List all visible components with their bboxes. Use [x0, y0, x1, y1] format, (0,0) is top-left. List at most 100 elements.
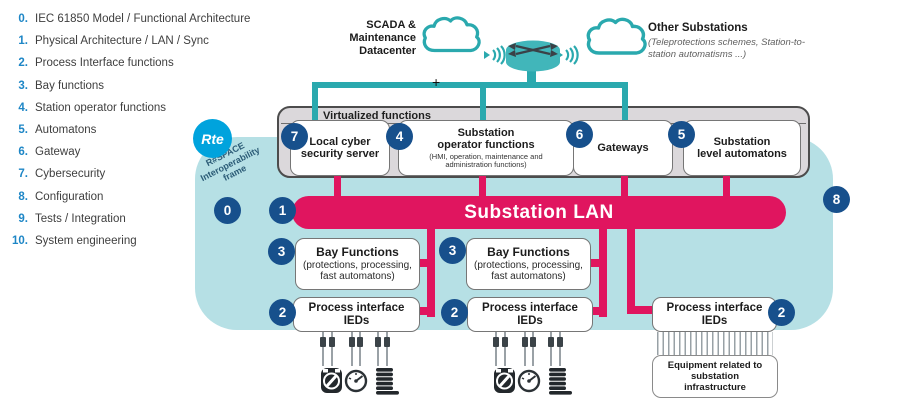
bay-stub-line: [417, 259, 428, 267]
substation-level-automatons-box: Substation level automatons: [683, 120, 801, 176]
legend-label: Gateway: [35, 146, 81, 159]
legend-label: Station operator functions: [35, 101, 167, 114]
gauge-icon: [494, 368, 515, 393]
badge-8: 8: [823, 186, 850, 213]
legend-item: 7. Cybersecurity: [6, 163, 250, 185]
box-subtitle: (HMI, operation, maintenance and adminis…: [429, 151, 543, 169]
wan-trunk-line: [312, 82, 628, 88]
lan-riser-line: [723, 174, 730, 197]
legend-label: IEC 61850 Model / Functional Architectur…: [35, 13, 251, 25]
legend-label: Bay functions: [35, 79, 105, 92]
legend-number: 4.: [18, 101, 28, 114]
legend-item: 2. Process Interface functions: [6, 52, 250, 74]
legend-number: 9.: [18, 212, 28, 225]
trunk-drop-line: [312, 82, 318, 125]
legend-label: Process Interface functions: [35, 57, 174, 70]
box-title: Local cyber security server: [300, 135, 380, 161]
box-subtitle: (protections, processing, fast automaton…: [303, 259, 412, 283]
lan-riser-line: [479, 174, 486, 197]
other-substations-subtitle: (Teleprotections schemes, Station-to- st…: [648, 37, 806, 60]
badge-2: 2: [768, 299, 795, 326]
trunk-drop-line: [480, 82, 486, 125]
process-elbow-line: [627, 306, 658, 314]
box-title: Bay Functions: [316, 244, 399, 259]
box-title: Substation operator functions: [437, 126, 535, 152]
legend-label: System engineering: [35, 235, 137, 248]
box-title: Substation level automatons: [697, 135, 787, 161]
box-title: Bay Functions: [487, 244, 570, 259]
trunk-drop-line: [622, 82, 628, 125]
equipment-infrastructure-box: Equipment related to substation infrastr…: [652, 355, 778, 398]
lan-riser-line: [334, 174, 341, 197]
cloud-icon: [420, 13, 482, 63]
box-title: Process interface IEDs: [666, 301, 763, 327]
badge-3: 3: [439, 237, 466, 264]
process-stub-line: [589, 307, 600, 315]
legend-number: 1.: [18, 35, 28, 48]
dial-gauge-icon: [344, 369, 368, 393]
badge-2: 2: [441, 299, 468, 326]
coil-icon: [376, 368, 399, 395]
legend-number: 0.: [18, 13, 28, 25]
gauge-icon: [321, 368, 342, 393]
legend-number: 2.: [18, 57, 28, 70]
legend-number: 5.: [18, 124, 28, 137]
box-title: Process interface IEDs: [308, 301, 405, 327]
lan-drop-line: [627, 228, 635, 314]
coil-icon: [549, 368, 572, 395]
legend-item: 5.Automatons: [6, 119, 250, 141]
legend-label: Configuration: [35, 190, 104, 203]
wireless-link-icon: [483, 44, 507, 71]
badge-0: 0: [214, 197, 241, 224]
lan-drop-line: [599, 228, 607, 317]
substation-operator-functions-box: Substation operator functions (HMI, oper…: [398, 120, 574, 176]
bay-functions-box: Bay Functions (protections, processing, …: [295, 238, 420, 290]
legend-item: 1. Physical Architecture / LAN / Sync: [6, 30, 250, 52]
gateways-box: Gateways: [573, 120, 673, 176]
box-title: Process interface IEDs: [482, 301, 578, 327]
badge-3: 3: [268, 238, 295, 265]
lan-riser-line: [621, 174, 628, 197]
legend-label: Cybersecurity: [35, 168, 106, 181]
legend-label: Tests / Integration: [35, 212, 126, 225]
field-devices-icons: [300, 332, 410, 403]
badge-5: 5: [668, 121, 695, 148]
bay-functions-box: Bay Functions (protections, processing, …: [466, 238, 591, 290]
badge-2: 2: [269, 299, 296, 326]
scada-datacenter-label: SCADA & Maintenance Datacenter: [349, 19, 416, 58]
other-substations-title: Other Substations: [648, 22, 748, 34]
badge-4: 4: [386, 123, 413, 150]
process-interface-ieds-box: Process interface IEDs: [293, 297, 420, 332]
local-cyber-security-server-box: Local cyber security server: [290, 120, 390, 176]
virtualized-functions-header: Virtualized functions: [323, 110, 431, 122]
badge-6: 6: [566, 121, 593, 148]
box-title: Gateways: [597, 141, 649, 154]
field-devices-icons: [473, 332, 583, 403]
mouse-cursor: +: [432, 74, 441, 90]
hardwired-links-pattern: [657, 332, 773, 355]
legend-list: 0. IEC 61850 Model / Functional Architect…: [6, 8, 250, 252]
router-icon: [505, 40, 561, 79]
process-interface-ieds-box: Process interface IEDs: [467, 297, 593, 332]
legend-label: Physical Architecture / LAN / Sync: [35, 35, 209, 48]
legend-item: 4. Station operator functions: [6, 97, 250, 119]
legend-item: 9. Tests / Integration: [6, 208, 250, 230]
badge-1: 1: [269, 197, 296, 224]
cloud-icon: [584, 15, 648, 65]
legend-item: 8. Configuration: [6, 186, 250, 208]
legend-item: 3. Bay functions: [6, 75, 250, 97]
dial-gauge-icon: [517, 369, 541, 393]
substation-lan-bar: Substation LAN: [292, 196, 786, 229]
lan-label: Substation LAN: [464, 201, 614, 223]
router-downlink-line: [527, 65, 536, 84]
legend-number: 3.: [18, 79, 28, 92]
legend-item: 0. IEC 61850 Model / Functional Architect…: [6, 8, 250, 30]
bay-stub-line: [589, 259, 600, 267]
badge-7: 7: [281, 123, 308, 150]
legend-number: 6.: [18, 146, 28, 159]
process-stub-line: [417, 307, 428, 315]
legend-number: 7.: [18, 168, 28, 181]
legend-number: 8.: [18, 190, 28, 203]
process-interface-ieds-box: Process interface IEDs: [652, 297, 777, 332]
